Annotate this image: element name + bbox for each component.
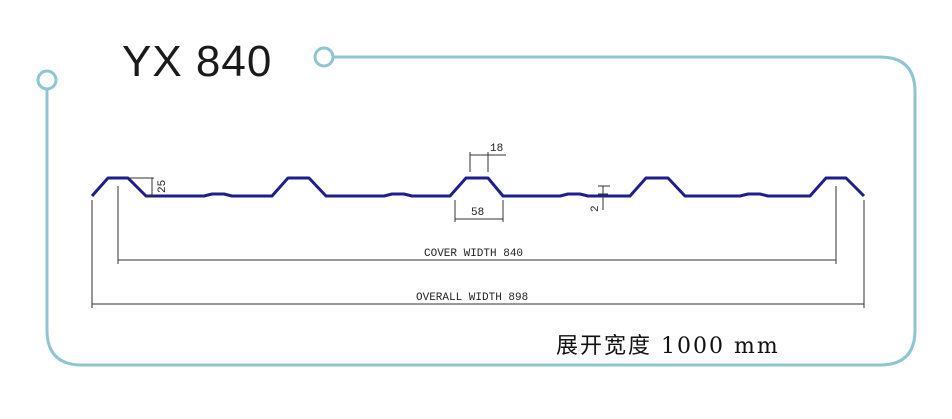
stiffener-label: 2 <box>590 205 602 212</box>
cover-width-label: COVER WIDTH 840 <box>424 248 523 260</box>
cover-width-dimension <box>117 186 837 264</box>
overall-width-label: OVERALL WIDTH 898 <box>416 292 528 304</box>
overall-width-dimension <box>91 200 865 308</box>
decorative-frame <box>45 55 917 367</box>
sheet-profile <box>90 176 866 198</box>
frame-node-left <box>36 69 58 91</box>
rib-base-label: 58 <box>471 207 484 219</box>
rib-top-dimension <box>469 152 506 172</box>
frame-node-top <box>313 46 335 68</box>
rib-height-dimension <box>130 177 154 197</box>
rib-height-label: 25 <box>157 180 169 193</box>
rib-base-dimension <box>454 200 504 222</box>
stiffener-dimension <box>598 185 610 210</box>
model-title: YX 840 <box>122 37 273 86</box>
rib-top-label: 18 <box>490 143 503 155</box>
spread-width-note: 展开宽度 1000 mm <box>556 334 780 359</box>
